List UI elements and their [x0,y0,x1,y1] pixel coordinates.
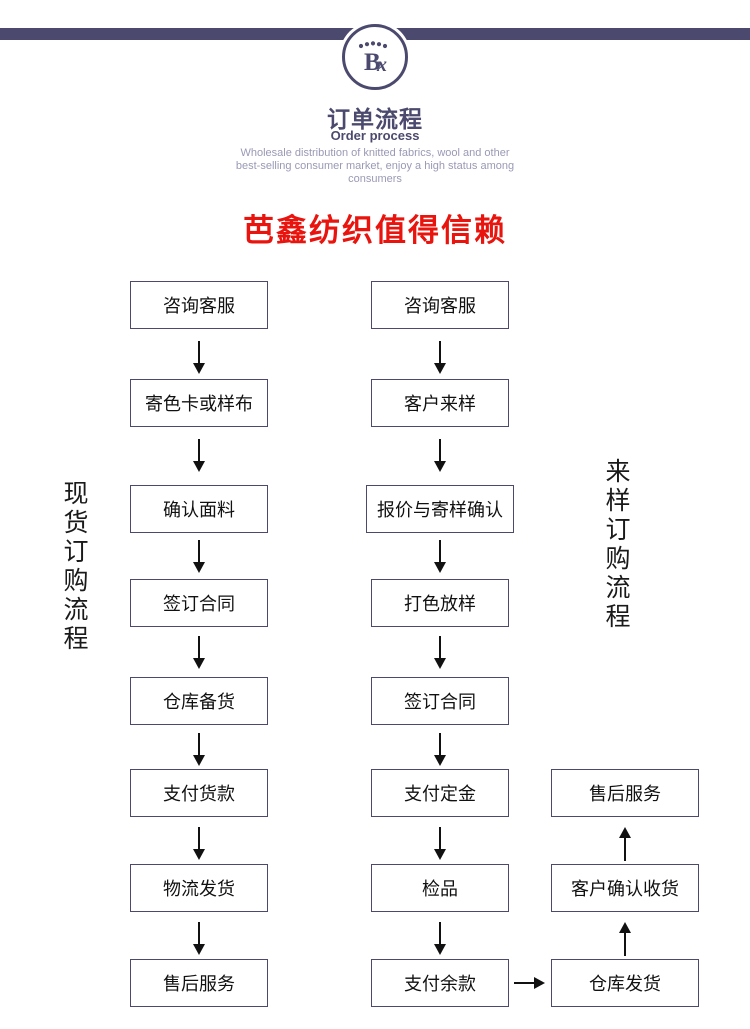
logo-circle-icon: B x [342,24,408,90]
flow-box-left-6[interactable]: 物流发货 [130,864,268,912]
arrow-middle-2-3 [432,540,448,574]
flow-box-right-1[interactable]: 客户确认收货 [551,864,699,912]
arrow-middle-0-1 [432,341,448,375]
arrow-left-0-1 [191,341,207,375]
arrow-right-1-0 [617,827,633,861]
arrow-right-2-1 [617,922,633,956]
arrow-left-3-4 [191,636,207,670]
left-flow-label: 现货订购流程 [60,480,88,654]
flow-box-middle-0[interactable]: 咨询客服 [371,281,509,329]
flow-box-left-3[interactable]: 签订合同 [130,579,268,627]
arrow-middle-3-4 [432,636,448,670]
flow-box-left-4[interactable]: 仓库备货 [130,677,268,725]
right-flow-label: 来样订购流程 [602,458,630,632]
page-title: 订单流程 [327,106,423,132]
flow-box-left-1[interactable]: 寄色卡或样布 [130,379,268,427]
arrow-middle-6-7 [432,922,448,956]
flow-box-middle-6[interactable]: 检品 [371,864,509,912]
arrow-middle-to-right [514,975,548,991]
arrow-middle-5-6 [432,827,448,861]
arrow-left-5-6 [191,827,207,861]
arrow-left-2-3 [191,540,207,574]
flow-box-left-2[interactable]: 确认面料 [130,485,268,533]
flow-box-middle-7[interactable]: 支付余款 [371,959,509,1007]
arrow-left-4-5 [191,733,207,767]
flow-box-middle-1[interactable]: 客户来样 [371,379,509,427]
page-description: Wholesale distribution of knitted fabric… [235,147,515,185]
flow-box-middle-3[interactable]: 打色放样 [371,579,509,627]
flow-box-right-2[interactable]: 仓库发货 [551,959,699,1007]
page-subtitle: Order process [330,128,420,143]
arrow-middle-4-5 [432,733,448,767]
flow-box-right-0[interactable]: 售后服务 [551,769,699,817]
svg-text:B: B [364,49,381,74]
arrow-middle-1-2 [432,439,448,473]
arrow-left-6-7 [191,922,207,956]
arrow-left-1-2 [191,439,207,473]
main-headline: 芭鑫纺织值得信赖 [243,213,507,248]
flow-box-left-7[interactable]: 售后服务 [130,959,268,1007]
flow-box-left-0[interactable]: 咨询客服 [130,281,268,329]
brand-logo: B x [339,21,411,93]
flow-box-middle-2[interactable]: 报价与寄样确认 [366,485,514,533]
flow-box-left-5[interactable]: 支付货款 [130,769,268,817]
flow-box-middle-4[interactable]: 签订合同 [371,677,509,725]
svg-text:x: x [376,54,387,74]
flow-box-middle-5[interactable]: 支付定金 [371,769,509,817]
logo-monogram-icon: B x [358,41,388,74]
